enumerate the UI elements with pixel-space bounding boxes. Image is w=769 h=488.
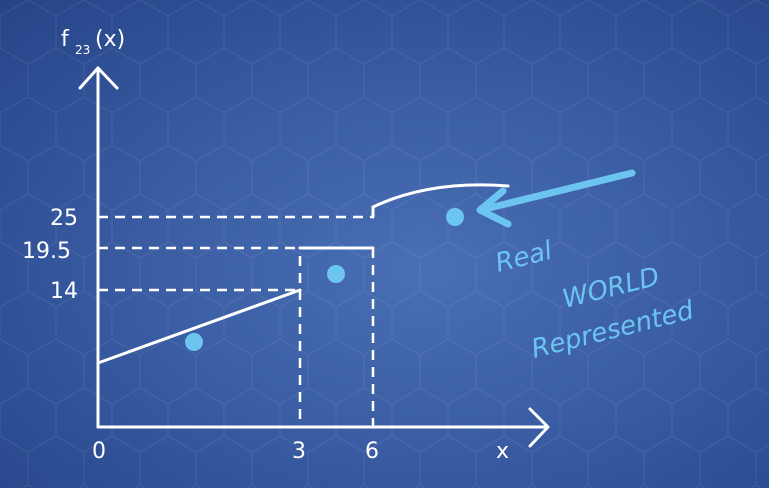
data-points <box>185 208 464 351</box>
function-segments <box>96 183 510 365</box>
x-tick-label-0: 0 <box>92 439 106 464</box>
x-tick-label-3: 3 <box>292 439 306 464</box>
data-point-2 <box>327 265 345 283</box>
dashed-guides <box>98 215 375 427</box>
y-tick-label-19-5: 19.5 <box>22 239 71 264</box>
x-tick-label-6: 6 <box>365 439 379 464</box>
x-axis-arrow-icon <box>528 407 550 448</box>
y-tick-label-25: 25 <box>50 206 78 231</box>
data-point-3 <box>446 208 464 226</box>
x-axis-label: x <box>496 439 509 464</box>
data-point-1 <box>185 333 203 351</box>
annotation-arrow-icon <box>476 169 636 228</box>
y-tick-label-14: 14 <box>50 279 78 304</box>
y-axis-label-suffix: (x) <box>95 27 125 52</box>
y-axis-label-subscript: 23 <box>75 43 90 57</box>
y-axis-label: f <box>61 27 70 52</box>
segment-linear-0-3 <box>96 288 302 365</box>
segment-curve-6-plus <box>371 183 510 219</box>
y-axis-arrow-icon <box>78 66 119 90</box>
